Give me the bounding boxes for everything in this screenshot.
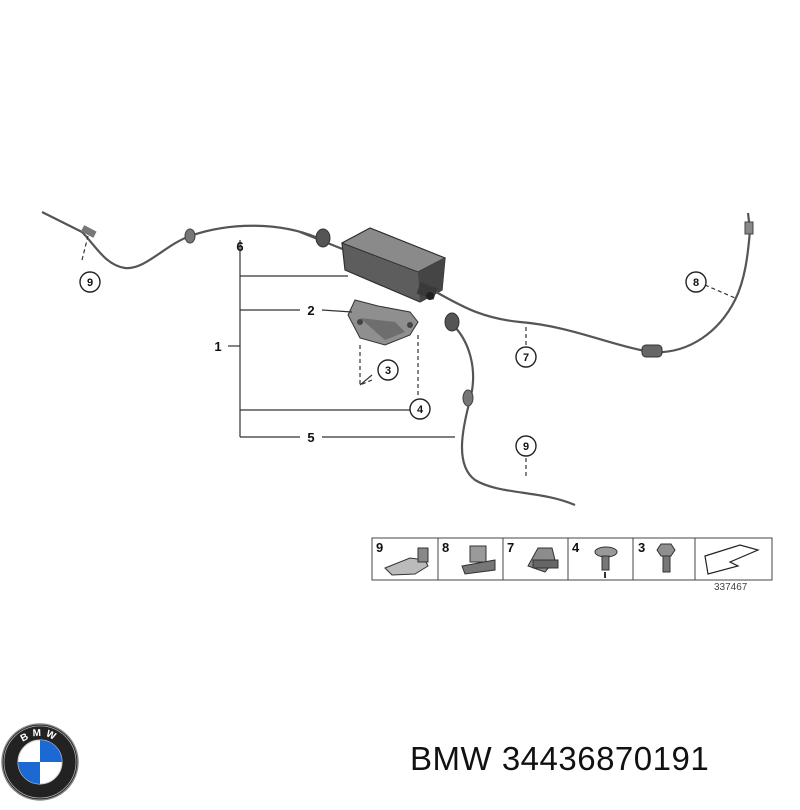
cable-clip-icon [384,547,429,576]
svg-text:5: 5 [307,430,314,445]
callout-1: 1 [214,339,221,354]
right-cable-end [744,221,754,235]
legend-item-9: 9 [376,540,429,576]
callout-2: 2 [307,303,314,318]
lower-brake-cable [449,321,576,507]
legend-item-4: 4 [572,540,618,578]
small-parts-legend: 9 8 7 4 [371,537,773,593]
legend-item-8: 8 [442,540,496,575]
callout-9-right: 9 [515,435,537,457]
callout-8: 8 [685,271,707,293]
bmw-logo: BMW [1,723,79,801]
svg-text:3: 3 [638,540,645,555]
svg-text:8: 8 [442,540,449,555]
leader-lines [228,240,455,438]
svg-text:7: 7 [507,540,514,555]
parking-brake-diagram: 1 2 5 6 3 4 7 8 9 9 9 [41,211,773,593]
svg-text:4: 4 [417,404,424,416]
svg-text:4: 4 [572,540,580,555]
legend-arrow-icon [704,544,760,575]
right-cable-sleeve [641,344,663,358]
legend-item-3: 3 [638,540,676,573]
svg-text:2: 2 [307,303,314,318]
callout-5: 5 [307,430,314,445]
legend-item-7: 7 [507,540,559,573]
callout-7: 7 [515,346,537,368]
callout-9-left: 9 [79,271,101,293]
mounting-bracket [347,299,419,346]
svg-text:9: 9 [87,277,93,289]
retainer-clip-icon [461,545,496,575]
cable-holder-icon [527,547,559,573]
left-cable-end [80,225,331,248]
callout-6: 6 [236,239,243,254]
svg-text:8: 8 [693,277,699,289]
hex-bolt-icon [656,543,676,573]
collar-screw-icon [594,546,618,578]
callout-3: 3 [377,359,399,381]
reference-number: 337467 [714,582,748,593]
callout-4: 4 [409,398,431,420]
dashed-leaders [81,235,736,478]
svg-text:9: 9 [376,540,383,555]
svg-text:6: 6 [236,239,243,254]
svg-text:7: 7 [523,352,529,364]
lower-cable-grommet [444,312,460,332]
svg-text:1: 1 [214,339,221,354]
parking-brake-actuator [340,227,447,303]
lower-cable-sleeve [462,389,474,407]
svg-text:9: 9 [523,441,529,453]
part-number-label: BMW 34436870191 [410,740,710,777]
svg-text:3: 3 [385,365,391,377]
